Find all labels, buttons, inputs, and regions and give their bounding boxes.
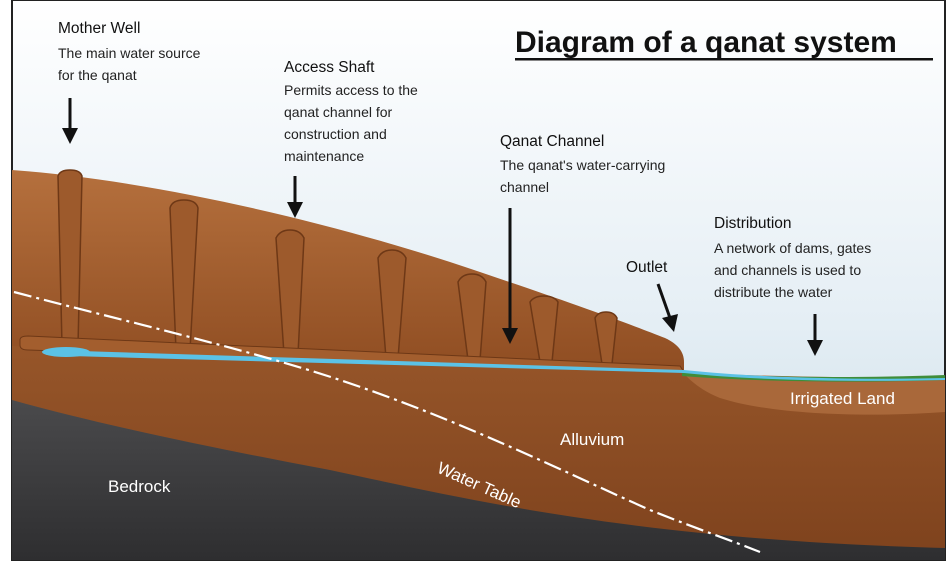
mother-well-desc-2: for the qanat <box>58 67 137 83</box>
alluvium-label: Alluvium <box>560 430 624 449</box>
access-shaft-6 <box>594 311 618 365</box>
access-shaft-desc-1: Permits access to the <box>284 82 418 98</box>
bedrock-layer <box>12 400 945 560</box>
access-shaft-5 <box>529 295 559 363</box>
access-shaft-3 <box>377 249 407 359</box>
mother-well-water <box>42 347 90 357</box>
distribution-title: Distribution <box>714 215 792 232</box>
qanat-channel-arrow-icon <box>502 208 518 344</box>
distribution-desc-1: A network of dams, gates <box>714 240 871 256</box>
arrows <box>62 98 823 356</box>
qanat-channel-desc-2: channel <box>500 179 549 195</box>
access-shaft-desc-3: construction and <box>284 126 387 142</box>
title-underline <box>515 58 933 61</box>
access-shaft-1 <box>169 199 199 351</box>
outlet-arrow-icon <box>656 283 678 332</box>
water-in-channel <box>48 350 684 373</box>
access-shaft-arrow-icon <box>287 176 303 218</box>
irrigated-land-area <box>682 372 945 415</box>
access-shafts <box>57 169 618 365</box>
outflow-water <box>684 370 945 381</box>
qanat-channel-desc-1: The qanat's water-carrying <box>500 157 665 173</box>
distribution-arrow-icon <box>807 314 823 356</box>
access-shaft-2 <box>275 229 305 355</box>
mother-well-title: Mother Well <box>58 20 140 37</box>
access-shaft-desc-2: qanat channel for <box>284 104 393 120</box>
outlet-label: Outlet <box>626 259 668 276</box>
bedrock-label: Bedrock <box>108 477 171 496</box>
mother-well-desc-1: The main water source <box>58 45 201 61</box>
irrigated-land-label: Irrigated Land <box>790 389 895 408</box>
mother-well-shaft <box>57 169 83 346</box>
access-shaft-title: Access Shaft <box>284 59 375 76</box>
water-table-line <box>13 290 761 554</box>
access-shaft-4 <box>457 273 487 361</box>
access-shaft-desc-4: maintenance <box>284 148 364 164</box>
diagram-title: Diagram of a qanat system <box>515 26 897 59</box>
qanat-channel-title: Qanat Channel <box>500 133 604 150</box>
distribution-desc-3: distribute the water <box>714 284 833 300</box>
distribution-desc-2: and channels is used to <box>714 262 861 278</box>
mother-well-arrow-icon <box>62 98 78 144</box>
